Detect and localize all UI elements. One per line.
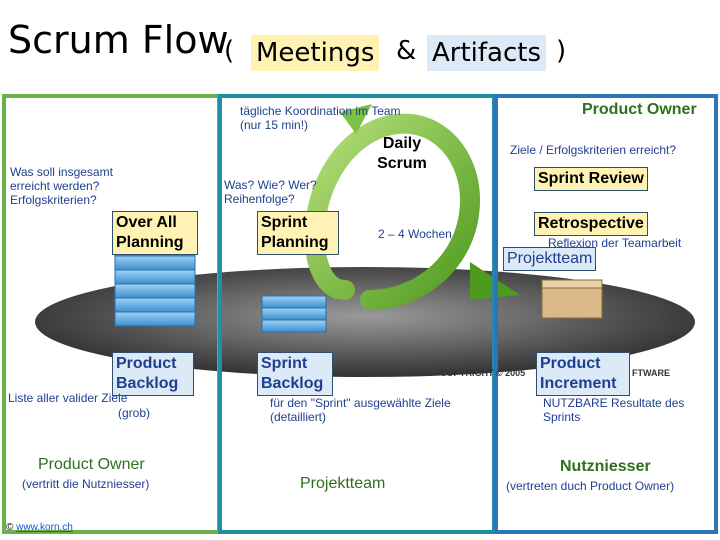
- sprint-duration: 2 – 4 Wochen: [378, 227, 452, 241]
- product-owner-role: Product Owner: [38, 456, 145, 473]
- footer-copyright: © www.korn.ch: [6, 522, 73, 533]
- sprint-column: [218, 94, 496, 534]
- page-title: Scrum Flow: [8, 18, 229, 62]
- sprint-backlog-stack-icon: [261, 295, 327, 333]
- daily-scrum-label: Daily Scrum: [377, 135, 427, 172]
- daily-scrum-desc: tägliche Koordination im Team (nur 15 mi…: [240, 104, 401, 132]
- sprint-backlog-desc: für den "Sprint" ausgewählte Ziele (deta…: [270, 396, 451, 424]
- timeline-oval: [35, 267, 695, 377]
- retrospective-label: Retrospective: [534, 212, 648, 236]
- product-backlog-desc: Liste aller valider Ziele: [8, 391, 128, 405]
- software-watermark: FTWARE: [632, 368, 670, 378]
- title-close-paren: ): [556, 36, 567, 66]
- sprint-review-label: Sprint Review: [534, 167, 648, 191]
- product-owner-top-role: Product Owner: [582, 101, 697, 118]
- product-increment-label: Product Increment: [536, 352, 630, 396]
- footer-link[interactable]: www.korn.ch: [16, 522, 73, 533]
- product-backlog-desc-2: (grob): [118, 406, 151, 420]
- title-ampersand: &: [396, 36, 417, 66]
- sprint-planning-question: Was? Wie? Wer? Reihenfolge?: [224, 178, 317, 206]
- title-meetings: Meetings: [251, 35, 380, 71]
- product-owner-role-sub: (vertritt die Nutzniesser): [22, 477, 150, 491]
- projektteam-role: Projektteam: [300, 475, 386, 492]
- review-question: Ziele / Erfolgskriterien erreicht?: [510, 143, 677, 157]
- product-backlog-label: Product Backlog: [112, 352, 194, 396]
- retrospective-desc: Reflexion der Teamarbeit: [548, 236, 682, 250]
- overall-planning-question: Was soll insgesamt erreicht werden? Erfo…: [10, 165, 113, 207]
- title-artifacts: Artifacts: [427, 35, 547, 71]
- nutzniesser-role: Nutzniesser: [560, 458, 651, 475]
- title-open-paren: (: [224, 36, 235, 66]
- sprint-planning-label: Sprint Planning: [257, 211, 339, 255]
- product-increment-box-icon: [541, 279, 603, 319]
- review-column: [494, 94, 718, 534]
- sprint-backlog-label: Sprint Backlog: [257, 352, 333, 396]
- copyright-watermark: COPYRIGHT © 2005: [440, 368, 526, 378]
- nutzniesser-role-sub: (vertreten duch Product Owner): [506, 479, 675, 493]
- copyright-symbol: ©: [6, 522, 14, 533]
- retrospective-team-label: Projektteam: [503, 247, 597, 271]
- overall-planning-label: Over All Planning: [112, 211, 198, 255]
- product-increment-desc: NUTZBARE Resultate des Sprints: [543, 396, 685, 424]
